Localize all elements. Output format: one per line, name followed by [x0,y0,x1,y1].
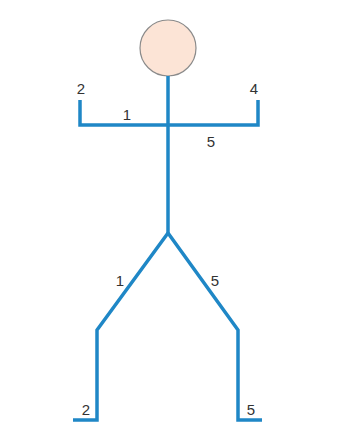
callout-number: 2 [77,81,85,96]
callout-number: 5 [207,134,215,149]
body-line [166,76,170,234]
callout-number: 1 [116,273,124,288]
callout-number: 1 [123,107,131,122]
arms-line [80,100,258,125]
callout-number: 5 [211,273,219,288]
callout-number: 5 [247,402,255,417]
head [140,20,196,76]
callout-number: 4 [250,81,258,96]
right-leg-line [168,233,262,420]
left-leg-line [73,233,168,420]
callout-number: 2 [82,402,90,417]
